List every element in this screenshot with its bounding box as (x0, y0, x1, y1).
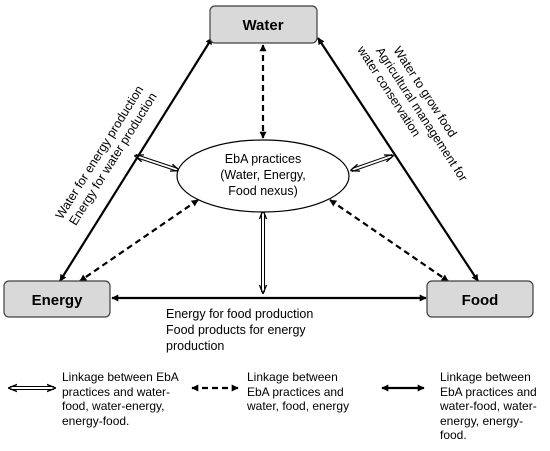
double-arrow-center-left (136, 154, 178, 172)
center-line-1: EbA practices (225, 152, 301, 166)
edge-water-energy-line-2: Energy for water production (66, 90, 159, 228)
dashed-arrow-center-energy (79, 199, 199, 282)
node-water: Water (209, 5, 318, 44)
legend-3-line-1: Linkage between (440, 370, 531, 384)
double-arrow-center-bottom (262, 212, 265, 292)
legend-text-dashed-arrow: Linkage between EbA practices and water,… (247, 370, 349, 414)
legend-1-line-3: food, water-energy, (62, 399, 165, 413)
node-food-label: Food (462, 292, 499, 309)
node-energy: Energy (3, 280, 111, 318)
node-food: Food (426, 280, 534, 318)
edge-energy-food-line-2: Food products for energy (166, 323, 306, 337)
legend-1-line-1: Linkage between EbA (62, 370, 179, 384)
double-arrow-center-right (352, 154, 392, 172)
center-ebA-practices: EbA practices (Water, Energy, Food nexus… (176, 139, 350, 213)
legend-1-line-4: energy-food. (62, 413, 130, 428)
node-energy-label: Energy (32, 292, 84, 309)
legend-text-solid-arrow: Linkage between EbA practices and water-… (440, 370, 537, 443)
edge-label-energy-food: Energy for food production Food products… (166, 307, 313, 353)
legend-2-line-3: water, food, energy (247, 399, 350, 413)
edge-water-energy-line-1: Water for energy production (53, 83, 147, 221)
legend-3-line-2: EbA practices and (440, 384, 537, 399)
node-water-label: Water (242, 17, 283, 34)
legend-3-line-5: food. (440, 428, 467, 442)
edge-energy-food-line-3: production (166, 339, 224, 353)
edge-water-food-line-2: Agricultural management for (373, 45, 470, 184)
legend-symbol-double-arrow (10, 387, 54, 390)
legend-3-line-4: energy, energy- (440, 413, 524, 428)
center-line-3: Food nexus) (228, 184, 297, 198)
legend-2-line-2: EbA practices and (247, 384, 344, 399)
center-line-2: (Water, Energy, (220, 168, 305, 182)
legend-1-line-2: practices and water- (62, 384, 171, 399)
legend-text-double-arrow: Linkage between EbA practices and water-… (62, 370, 179, 428)
edge-label-water-food: Water to grow food Agricultural manageme… (354, 43, 470, 184)
legend-3-line-3: water-food, water- (440, 399, 537, 413)
dashed-arrow-center-food (329, 199, 449, 282)
edge-energy-food-line-1: Energy for food production (166, 307, 313, 321)
legend-2-line-1: Linkage between (247, 370, 338, 384)
arrow-water-food (317, 37, 479, 282)
